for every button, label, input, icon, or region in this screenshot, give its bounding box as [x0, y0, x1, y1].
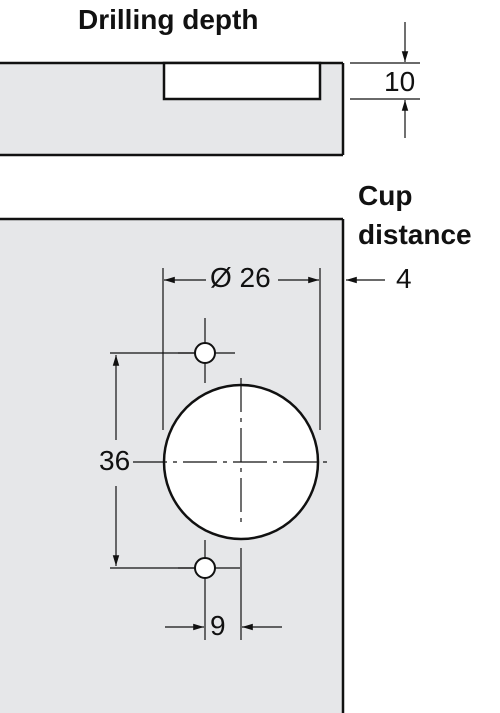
hole-offset-value: 9	[208, 610, 228, 642]
diameter-dimension	[162, 268, 321, 430]
screw-hole-bottom	[178, 540, 240, 640]
hole-spacing-value: 36	[97, 445, 133, 477]
center-lines	[133, 378, 330, 640]
cup-distance-value: 4	[396, 263, 412, 294]
depth-dimension	[350, 22, 420, 138]
cup-distance-label: Cup distance	[358, 180, 472, 250]
drilling-depth-title: Drilling depth	[78, 4, 259, 35]
drilling-depth-value: 10	[384, 66, 416, 97]
cup-diameter-label: Ø 26	[208, 262, 273, 294]
hole-spacing-dimension	[110, 352, 195, 569]
cup-recess-section	[162, 61, 322, 101]
